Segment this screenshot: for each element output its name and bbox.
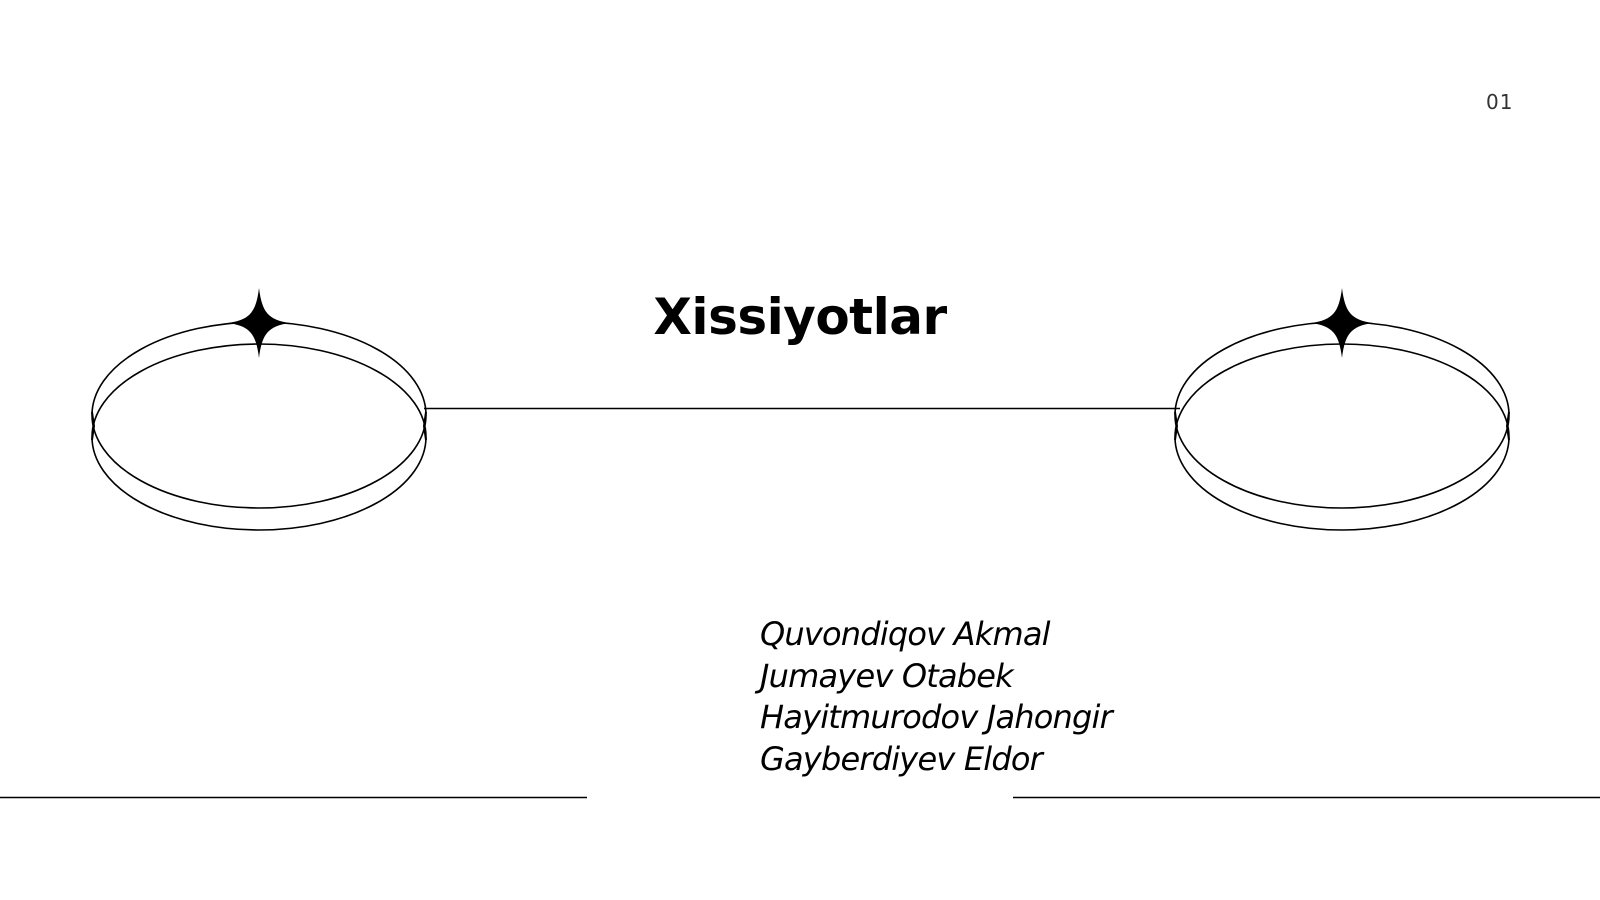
author-name: Quvondiqov Akmal xyxy=(760,615,1051,653)
slide-title: Xissiyotlar xyxy=(653,288,947,346)
sparkle-star-icon xyxy=(228,288,290,358)
author-name: Hayitmurodov Jahongir xyxy=(760,698,1113,736)
page-number: 01 xyxy=(1486,90,1514,114)
author-list: Quvondiqov Akmal Jumayev Otabek Hayitmur… xyxy=(760,614,1113,780)
author-name: Gayberdiyev Eldor xyxy=(760,739,1043,778)
sparkle-star-icon xyxy=(1311,288,1373,358)
right-ring-ornament-icon xyxy=(1174,288,1510,531)
left-ring-ornament-icon xyxy=(91,288,427,531)
author-name: Jumayev Otabek xyxy=(760,656,1014,695)
